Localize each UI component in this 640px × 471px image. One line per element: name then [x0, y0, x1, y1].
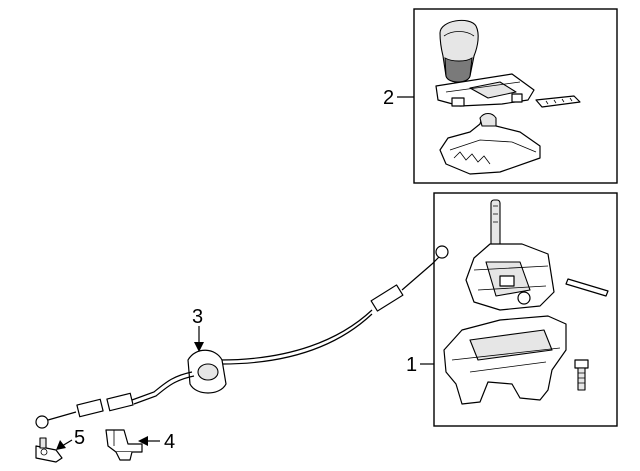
callout-3-arrow	[194, 326, 204, 352]
mounting-bolt[interactable]	[574, 359, 589, 391]
callout-4-arrow	[138, 436, 160, 446]
shifter-boot[interactable]	[439, 112, 541, 175]
item-1-box	[433, 192, 618, 427]
shifter-base-housing[interactable]	[443, 315, 567, 405]
trim-clip[interactable]	[535, 95, 581, 108]
shifter-pin[interactable]	[565, 278, 609, 297]
callout-number-4: 4	[164, 431, 175, 453]
item-2-box	[413, 8, 618, 184]
cable-bracket[interactable]	[105, 429, 143, 461]
callout-number-1: 1	[406, 354, 417, 376]
callout-5-arrow	[56, 439, 73, 450]
shifter-trim-bezel[interactable]	[435, 73, 535, 107]
cable-clip[interactable]	[35, 437, 63, 463]
shift-cable[interactable]	[35, 245, 449, 429]
callout-number-2: 2	[383, 87, 394, 109]
callout-number-5: 5	[74, 427, 85, 449]
shifter-mechanism[interactable]	[465, 243, 555, 311]
shift-knob[interactable]	[439, 19, 479, 83]
callout-number-3: 3	[192, 306, 203, 328]
